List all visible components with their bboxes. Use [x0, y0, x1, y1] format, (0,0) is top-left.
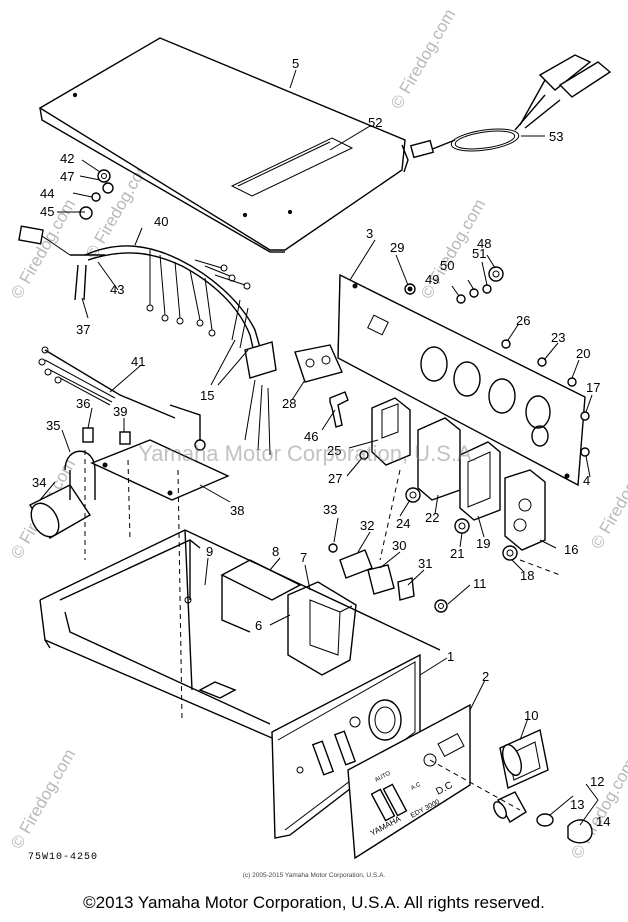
callout-11: 11 [473, 576, 487, 591]
callout-18: 18 [520, 568, 534, 583]
connector-45 [18, 225, 44, 245]
callout-28: 28 [282, 396, 296, 411]
callout-15: 15 [200, 388, 214, 403]
cover-vent-slot [230, 137, 354, 197]
pilot-lamp [493, 791, 593, 844]
drawing-code: 75W10-4250 [28, 852, 99, 863]
callout-10: 10 [524, 708, 538, 723]
callout-3: 3 [366, 226, 373, 241]
callout-22: 22 [425, 510, 439, 525]
watermark-left-3: © Firedog.com [7, 746, 79, 852]
breakers [371, 397, 546, 551]
watermark-right-3: © Firedog.com [587, 446, 628, 552]
callout-29: 29 [390, 240, 404, 255]
panel-hole-3 [488, 378, 516, 414]
callout-19: 19 [476, 536, 490, 551]
center-watermark: Yamaha Motor Corporation, U.S.A. [138, 441, 478, 466]
callout-31: 31 [418, 556, 432, 571]
callout-16: 16 [564, 542, 578, 557]
callout-32: 32 [360, 518, 374, 533]
callout-labels: 5 52 53 42 47 44 45 40 3 29 48 50 51 49 … [32, 56, 610, 829]
callout-53: 53 [549, 129, 563, 144]
module-6-7 [287, 581, 357, 676]
callout-24: 24 [396, 516, 410, 531]
callout-6: 6 [255, 618, 262, 633]
panel-hole-5 [531, 425, 549, 447]
watermark-right-1: © Firedog.com [387, 6, 459, 112]
callout-51: 51 [472, 246, 486, 261]
callout-13: 13 [570, 797, 584, 812]
callout-48: 48 [477, 236, 491, 251]
callout-23: 23 [551, 330, 565, 345]
panel-hole-2 [453, 361, 481, 397]
callout-37: 37 [76, 322, 90, 337]
callout-38: 38 [230, 503, 244, 518]
battery-cable [409, 54, 612, 159]
callout-20: 20 [576, 346, 590, 361]
wire-harness [18, 225, 277, 456]
callout-2: 2 [482, 669, 489, 684]
callout-46: 46 [304, 429, 318, 444]
panel-hardware [404, 266, 590, 457]
callout-17: 17 [586, 380, 600, 395]
callout-44: 44 [40, 186, 54, 201]
callout-35: 35 [46, 418, 60, 433]
callout-26: 26 [516, 313, 530, 328]
bracket-8 [220, 559, 302, 633]
callout-41: 41 [131, 354, 145, 369]
callout-27: 27 [328, 471, 342, 486]
callout-33: 33 [323, 502, 337, 517]
capacitor [29, 427, 131, 539]
callout-34: 34 [32, 475, 46, 490]
callout-36: 36 [76, 396, 90, 411]
callout-50: 50 [440, 258, 454, 273]
meter-10 [499, 729, 549, 789]
callout-1: 1 [447, 649, 454, 664]
callout-12: 12 [590, 774, 604, 789]
callout-42: 42 [60, 151, 74, 166]
callout-45: 45 [40, 204, 54, 219]
callout-43: 43 [110, 282, 124, 297]
callout-9: 9 [206, 544, 213, 559]
callout-4: 4 [583, 473, 590, 488]
callout-49: 49 [425, 272, 439, 287]
mounting-lines [84, 450, 561, 811]
callout-30: 30 [392, 538, 406, 553]
plate-38 [90, 439, 230, 501]
nuts [359, 450, 518, 561]
small-copyright: (c) 2005-2015 Yamaha Motor Corporation, … [242, 872, 386, 879]
leader-lines [39, 69, 599, 826]
callout-21: 21 [450, 546, 464, 561]
callout-14: 14 [596, 814, 610, 829]
callout-7: 7 [300, 550, 307, 565]
panel-hole-1 [420, 346, 448, 382]
clip-black [558, 61, 612, 98]
panel-ac-text: A.C [410, 781, 422, 791]
panel-hole-4 [525, 395, 551, 429]
callout-8: 8 [272, 544, 279, 559]
control-panel-plate [337, 273, 586, 487]
callout-25: 25 [327, 443, 341, 458]
callout-47: 47 [60, 169, 74, 184]
callout-52: 52 [368, 115, 382, 130]
footer-copyright: ©2013 Yamaha Motor Corporation, U.S.A. A… [83, 893, 545, 912]
small-fasteners-top-left [79, 169, 114, 220]
top-cover [38, 37, 409, 253]
callout-5: 5 [292, 56, 299, 71]
callout-39: 39 [113, 404, 127, 419]
clip-red [538, 54, 592, 91]
callout-40: 40 [154, 214, 168, 229]
terminal-block-28 [294, 344, 349, 428]
